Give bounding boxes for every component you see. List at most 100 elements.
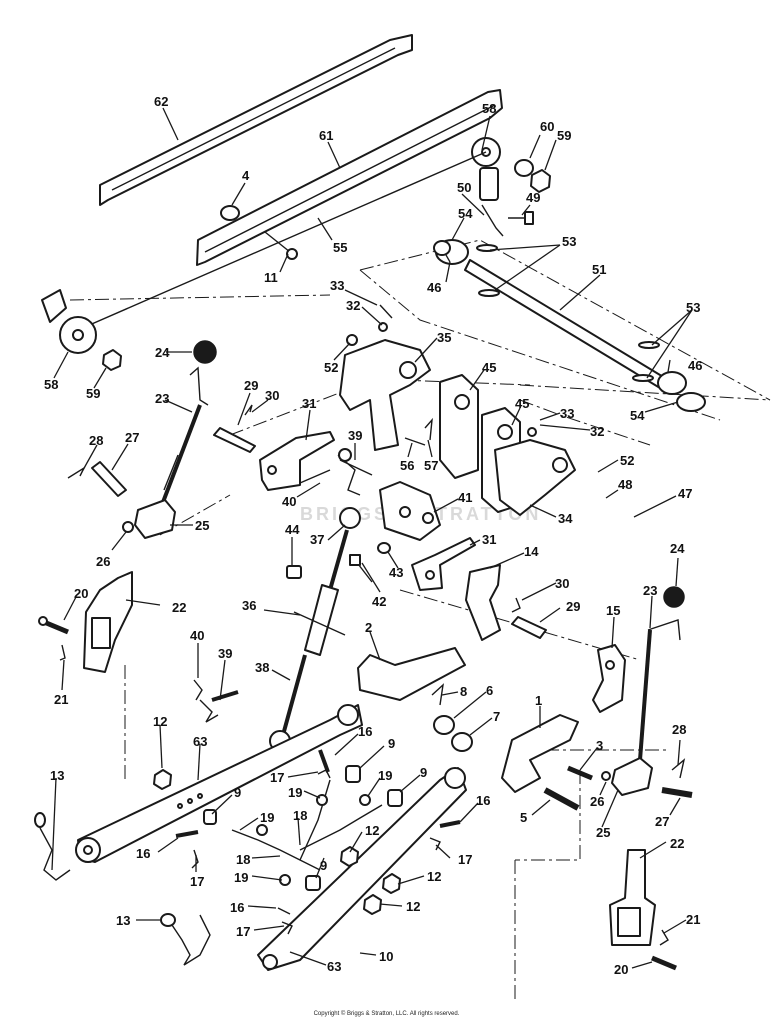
part-13-clip-lower <box>160 913 211 966</box>
part-51-shaft <box>433 239 706 412</box>
callout-17: 17 <box>458 852 472 867</box>
part-30-clip-lower <box>511 597 521 613</box>
part-37-top-link-end <box>328 507 361 591</box>
callout-33: 33 <box>560 406 574 421</box>
callout-19: 19 <box>378 768 392 783</box>
part-36-turnbuckle <box>293 584 346 656</box>
callout-39: 39 <box>218 646 232 661</box>
callout-50: 50 <box>457 180 471 195</box>
part-16-pin-2 <box>175 830 199 838</box>
part-13-clip-upper <box>34 812 71 881</box>
callout-59: 59 <box>86 386 100 401</box>
callout-7: 7 <box>493 709 500 724</box>
callout-25: 25 <box>195 518 209 533</box>
part-12-nut-1 <box>153 769 172 790</box>
callout-53: 53 <box>562 234 576 249</box>
part-9-anchor-1 <box>345 765 361 783</box>
callout-21: 21 <box>686 912 700 927</box>
callout-59: 59 <box>557 128 571 143</box>
callout-54: 54 <box>458 206 473 221</box>
callout-39: 39 <box>348 428 362 443</box>
part-35-rocker-left <box>339 322 431 451</box>
callout-16: 16 <box>476 793 490 808</box>
part-22-bracket-right <box>609 849 656 946</box>
part-16-pin-1 <box>318 749 330 773</box>
callout-27: 27 <box>655 814 669 829</box>
callout-5: 5 <box>520 810 527 825</box>
callout-35: 35 <box>437 330 451 345</box>
callout-40: 40 <box>282 494 296 509</box>
part-19-fastener-4 <box>256 824 268 836</box>
part-39-chain-lower <box>199 690 239 723</box>
callout-51: 51 <box>592 262 606 277</box>
callout-43: 43 <box>389 565 403 580</box>
part-30-clip-upper <box>244 404 253 416</box>
callout-10: 10 <box>379 949 393 964</box>
callout-11: 11 <box>264 270 278 285</box>
callout-38: 38 <box>255 660 269 675</box>
callout-57: 57 <box>424 458 438 473</box>
callout-45: 45 <box>515 396 529 411</box>
part-59-nut-lower <box>102 349 122 371</box>
part-22-bracket-left <box>83 571 133 673</box>
part-2-drawbar <box>357 647 466 701</box>
callout-34: 34 <box>558 511 573 526</box>
part-50-cotter <box>481 204 504 237</box>
callout-23: 23 <box>643 583 657 598</box>
part-8-clip <box>431 683 444 706</box>
part-20-pin-right <box>651 955 677 971</box>
part-17-clip-4 <box>281 921 293 935</box>
callout-16: 16 <box>136 846 150 861</box>
part-49-bolt <box>508 211 534 225</box>
part-9-anchor-4 <box>305 875 321 891</box>
callout-55: 55 <box>333 240 347 255</box>
callout-1: 1 <box>535 693 542 708</box>
callout-46: 46 <box>688 358 702 373</box>
callout-60: 60 <box>540 119 554 134</box>
callout-52: 52 <box>324 360 338 375</box>
callout-49: 49 <box>526 190 540 205</box>
part-15-bracket <box>592 644 626 713</box>
callout-17: 17 <box>270 770 284 785</box>
part-9-anchor-3 <box>387 789 403 807</box>
callout-28: 28 <box>672 722 686 737</box>
part-28-clip-right <box>671 758 686 779</box>
callout-14: 14 <box>524 544 539 559</box>
callout-19: 19 <box>288 785 302 800</box>
callout-25: 25 <box>596 825 610 840</box>
callout-12: 12 <box>406 899 420 914</box>
part-20-pin-left <box>38 616 69 635</box>
part-7-bushing <box>451 732 473 752</box>
part-60-washer <box>514 159 534 177</box>
callout-30: 30 <box>555 576 569 591</box>
callout-17: 17 <box>190 874 204 889</box>
callout-58: 58 <box>44 377 58 392</box>
part-62-channel <box>99 34 413 206</box>
part-25-block-left <box>122 499 176 539</box>
callout-23: 23 <box>155 391 169 406</box>
callout-63: 63 <box>327 959 341 974</box>
callout-24: 24 <box>670 541 685 556</box>
callout-16: 16 <box>230 900 244 915</box>
callout-54: 54 <box>630 408 645 423</box>
callout-9: 9 <box>320 858 327 873</box>
part-12-nut-2 <box>340 846 359 867</box>
callout-13: 13 <box>50 768 64 783</box>
callout-48: 48 <box>618 477 632 492</box>
part-24-knob-right <box>663 586 685 608</box>
part-5-bolt <box>543 787 580 811</box>
callout-27: 27 <box>125 430 139 445</box>
callout-9: 9 <box>234 785 241 800</box>
part-3-bolt <box>567 765 593 781</box>
copyright-notice: Copyright © Briggs & Stratton, LLC. All … <box>313 1011 460 1017</box>
callout-37: 37 <box>310 532 324 547</box>
part-56-bolt <box>404 437 426 446</box>
callout-44: 44 <box>285 522 300 537</box>
part-25-block-right <box>611 757 653 796</box>
part-59-nut-upper <box>530 169 551 193</box>
callout-30: 30 <box>265 388 279 403</box>
part-29-pin-upper <box>213 427 256 453</box>
part-61-arm <box>77 89 503 331</box>
part-16-pin-3 <box>439 820 461 828</box>
callout-2: 2 <box>365 620 372 635</box>
